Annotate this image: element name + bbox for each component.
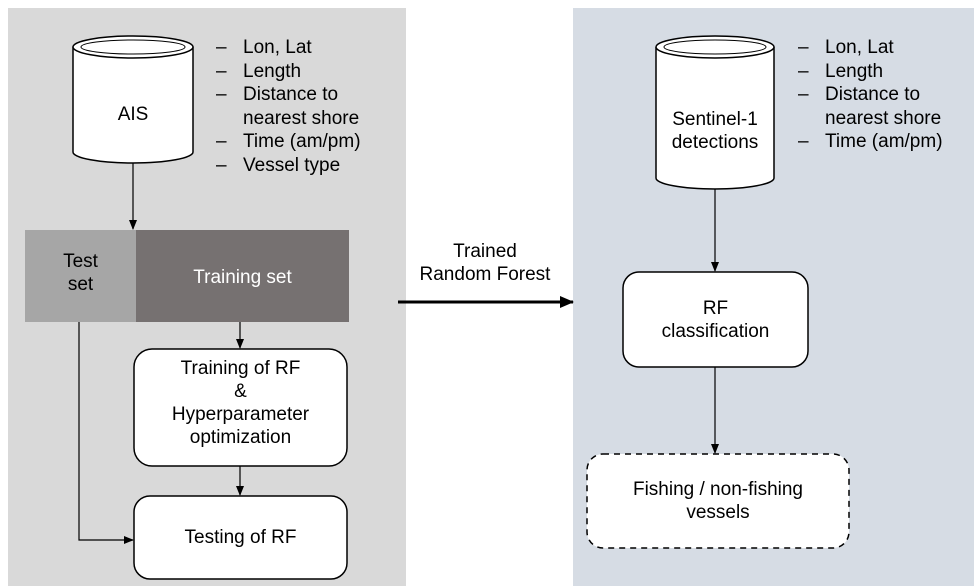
feature-item-continued: nearest shore: [243, 107, 360, 129]
feature-item: –Distance to: [798, 84, 921, 105]
training-set-box: [136, 230, 349, 322]
feature-item: –Time (am/pm): [216, 131, 361, 152]
feature-item: –Time (am/pm): [798, 131, 943, 152]
test-set-label: Test set: [63, 251, 98, 295]
feature-item: –Length: [798, 60, 884, 82]
testing-rf-box: [133, 495, 348, 580]
testing-rf-label: Testing of RF: [184, 527, 297, 548]
output-box: [586, 453, 850, 549]
ais-label: AIS: [117, 104, 149, 125]
feature-item: –Lon, Lat: [216, 37, 312, 58]
training-set-label: Training set: [193, 267, 292, 288]
ais-database-icon: [72, 35, 194, 164]
sentinel-database-icon: [655, 35, 775, 190]
feature-item: –Vessel type: [216, 154, 341, 176]
test-set-box: [25, 230, 136, 322]
test-set-to-testing-arrow: [78, 322, 134, 544]
feature-item-continued: nearest shore: [825, 107, 942, 129]
rf-classification-label: RF classification: [661, 298, 770, 342]
sentinel-label: Sentinel-1 detections: [671, 109, 759, 153]
ais-feature-list: –Lon, Lat –Length –Distance to nearest s…: [216, 36, 361, 177]
output-label: Fishing / non-fishing vessels: [632, 479, 804, 523]
feature-item: –Distance to: [216, 84, 339, 105]
feature-item: –Length: [216, 60, 302, 82]
feature-item: –Lon, Lat: [798, 37, 894, 58]
sentinel-feature-list: –Lon, Lat –Length –Distance to nearest s…: [798, 36, 943, 154]
training-rf-label: Training of RF & Hyperparameter optimiza…: [171, 358, 310, 448]
trained-model-label: Trained Random Forest: [419, 241, 551, 285]
